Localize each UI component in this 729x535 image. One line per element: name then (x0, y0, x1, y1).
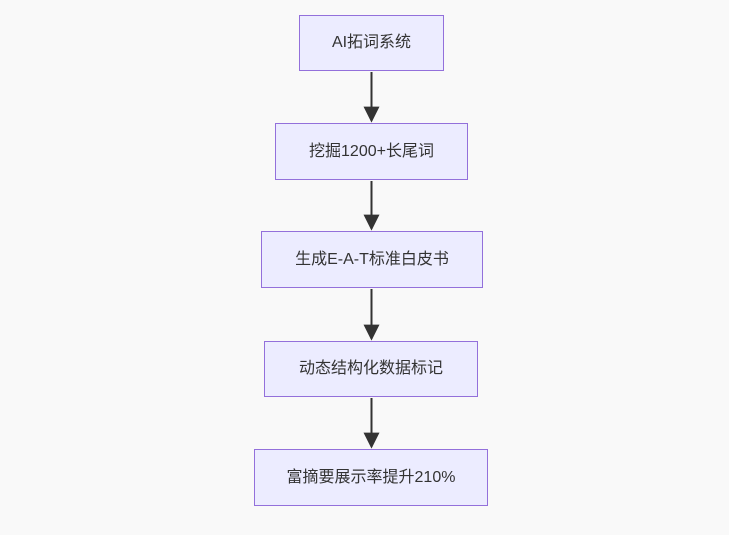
flow-node-label: 富摘要展示率提升210% (286, 468, 456, 486)
flow-node-eat-whitepaper: 生成E-A-T标准白皮书 (261, 231, 483, 288)
flow-node-label: 挖掘1200+长尾词 (309, 142, 434, 160)
flow-node-rich-snippet-result: 富摘要展示率提升210% (254, 449, 488, 506)
flow-node-longtail-mining: 挖掘1200+长尾词 (275, 123, 468, 180)
flow-node-ai-word-expansion: AI拓词系统 (299, 15, 444, 71)
flow-node-label: 动态结构化数据标记 (298, 360, 443, 378)
flow-node-label: 生成E-A-T标准白皮书 (295, 250, 449, 268)
flow-node-label: AI拓词系统 (331, 34, 412, 52)
flow-node-structured-data-markup: 动态结构化数据标记 (264, 341, 478, 397)
